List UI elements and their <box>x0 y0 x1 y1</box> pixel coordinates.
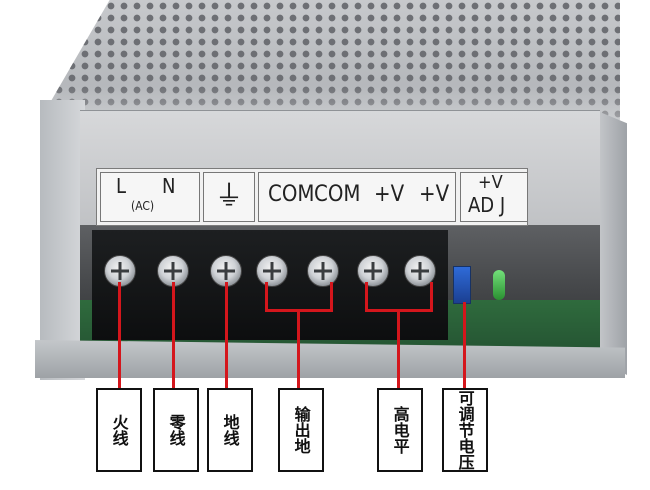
label-ac: (AC) <box>131 199 155 213</box>
label-ac-input <box>100 172 200 222</box>
callout-ground-line-text: 地线 <box>220 414 240 446</box>
label-ground <box>203 172 255 222</box>
bottom-rail <box>35 340 625 378</box>
screw-n <box>157 255 189 287</box>
label-plus-v-2: +V <box>419 182 450 207</box>
label-adj: AD J <box>468 193 506 217</box>
label-adjust <box>460 172 528 222</box>
callout-output-ground: 输出地 <box>278 388 324 472</box>
label-l: L <box>116 174 127 198</box>
callout-zero-line: 零线 <box>153 388 199 472</box>
screw-ground <box>210 255 242 287</box>
screw-com-1 <box>256 255 288 287</box>
label-com-1: COM <box>268 182 315 207</box>
label-n: N <box>162 174 176 198</box>
callout-ground-line: 地线 <box>207 388 253 472</box>
callout-output-ground-text: 输出地 <box>291 406 311 454</box>
connector-line-high-level <box>397 309 400 388</box>
callout-high-level-text: 高电平 <box>390 406 410 454</box>
screw-l <box>104 255 136 287</box>
label-plus-v-1: +V <box>374 182 405 207</box>
power-led <box>493 270 505 300</box>
left-side-panel <box>40 100 85 380</box>
callout-adjustable-voltage: 可调节电压 <box>442 388 488 472</box>
connector-line-adjustable <box>463 302 466 388</box>
callout-high-level: 高电平 <box>377 388 423 472</box>
connector-line-output-ground <box>297 309 300 388</box>
callout-fire-line-text: 火线 <box>109 414 129 446</box>
connector-line-zero <box>172 282 175 388</box>
label-adj-plus-v: +V <box>478 172 503 193</box>
label-com-2: COM <box>314 182 361 207</box>
screw-v-1 <box>357 255 389 287</box>
screw-com-2 <box>307 255 339 287</box>
callout-fire-line: 火线 <box>96 388 142 472</box>
label-output <box>258 172 456 222</box>
connector-line-fire <box>118 282 121 388</box>
screw-v-2 <box>404 255 436 287</box>
top-vent-panel <box>40 0 620 120</box>
callout-adjustable-voltage-text: 可调节电压 <box>455 390 475 470</box>
right-side-panel <box>595 110 627 375</box>
callout-zero-line-text: 零线 <box>166 414 186 446</box>
connector-line-com-2 <box>330 282 333 312</box>
connector-line-ground <box>225 282 228 388</box>
ground-symbol-icon: ⏚ <box>215 179 244 212</box>
connector-line-com-1 <box>265 282 268 312</box>
connector-line-v-1 <box>365 282 368 312</box>
connector-line-v-2 <box>430 282 433 312</box>
voltage-adjust-pot <box>453 266 471 304</box>
